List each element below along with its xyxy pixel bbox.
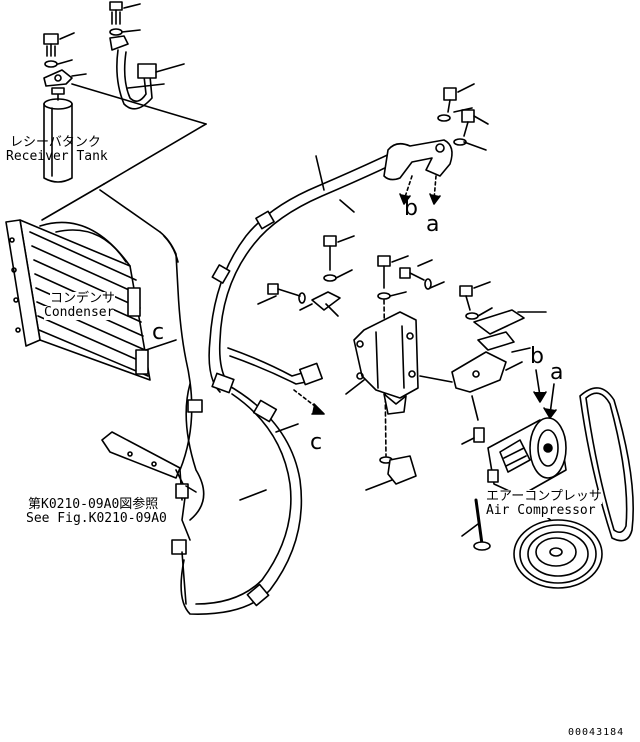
main-bracket: [345, 311, 453, 415]
reference-c-left: c: [152, 320, 165, 345]
right-fitting-bolts: [437, 83, 489, 151]
bolt-diagonal-right: [399, 259, 445, 290]
reference-c-middle: c: [310, 430, 323, 455]
tensioner-bracket: [451, 331, 531, 421]
receiver-bolt-1: [43, 32, 75, 68]
main-hose-upper: [208, 149, 403, 393]
reference-b-top: b: [404, 196, 418, 221]
v-belt: [579, 387, 634, 542]
reference-a-top: a: [426, 212, 440, 237]
right-fitting: [383, 139, 453, 205]
clip-block: [311, 291, 341, 317]
condenser-label-en: Condenser: [44, 305, 115, 320]
bolt-top-right: [459, 281, 493, 320]
receiver-tank-label-jp: レシーバタンク: [10, 135, 101, 150]
reference-b-right: b: [530, 344, 544, 369]
drawing-number: 00043184: [568, 727, 625, 738]
spacer-block: [365, 455, 417, 491]
compressor-arrows: [533, 369, 557, 419]
top-bolt: [109, 1, 141, 36]
compressor-bolt: [461, 498, 491, 551]
bolt-horizontal-left: [257, 283, 313, 311]
center-bolt-upper: [323, 235, 355, 282]
pulley: [513, 519, 603, 589]
top-hose: [109, 35, 185, 110]
compressor-label-en: Air Compressor: [486, 503, 596, 518]
receiver-leaders: [41, 83, 207, 233]
reference-a-right: a: [550, 360, 564, 385]
middle-hose-stub: [227, 347, 325, 415]
small-spacer: [461, 427, 485, 445]
compressor-label-jp: エアーコンプレッサ: [486, 489, 602, 504]
receiver-tank-label-en: Receiver Tank: [6, 149, 108, 164]
plate-top-right: [473, 309, 547, 335]
receiver-bracket: [43, 69, 87, 87]
main-hose-lower: [180, 372, 303, 615]
receiver-tank: [43, 87, 73, 183]
air-compressor: [487, 417, 567, 497]
condenser-label-jp: コンデンサ: [50, 291, 116, 306]
mounting-bracket-left: [101, 431, 197, 605]
condenser-line: [145, 231, 193, 501]
see-figure-label-jp: 第K0210-09A0図参照: [28, 497, 159, 512]
see-figure-label-en: See Fig.K0210-09A0: [26, 511, 167, 526]
